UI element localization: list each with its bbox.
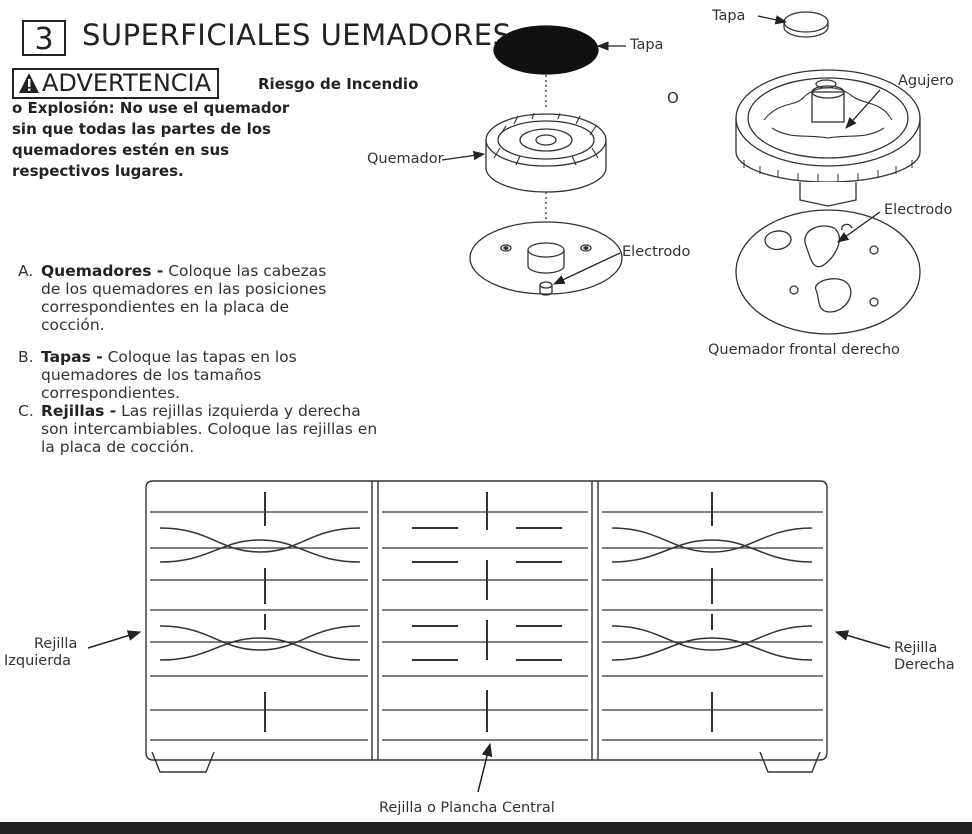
burner-base-plate [469,221,623,295]
center-grate-label: Rejilla o Plancha Central [379,800,555,816]
instruction-term: Tapas - [41,348,103,366]
instruction-c: C. Rejillas - Las rejillas izquierda y d… [18,402,380,456]
right-grate-label-2: Derecha [894,657,955,673]
right-electrode-leader [837,211,881,243]
right-burner-base [735,209,921,335]
left-burner-label: Quemador [367,151,444,167]
step-number: 3 [22,20,66,57]
left-cap-label: Tapa [630,37,664,53]
burner-cap-black [493,25,599,75]
small-cap-leader [757,15,788,25]
warning-label-box: ADVERTENCIA [12,68,220,100]
footer-bar [0,822,972,834]
hole-label: Agujero [898,73,954,89]
hole-leader [845,89,881,129]
instruction-b: B. Tapas - Coloque las tapas en los quem… [18,348,380,402]
instruction-letter: A. [18,262,34,280]
right-electrode-label: Electrodo [884,202,953,218]
instruction-text: Coloque las cabezas de los quemadores en… [41,262,327,334]
small-cap [783,11,829,33]
right-burner-diagram [735,11,921,335]
instruction-text: Las rejillas izquierda y derecha son int… [41,402,378,456]
left-grate-label-1: Rejilla [34,636,78,652]
instruction-text: Coloque las tapas en los quemadores de l… [41,348,297,402]
right-grate-leader [834,630,891,649]
page-title: SUPERFICIALES UEMADORES [82,18,512,52]
grates-drawing [145,480,828,773]
instruction-letter: B. [18,348,34,366]
burner-leader [441,150,486,161]
left-grate-leader [87,630,142,649]
right-cap-label: Tapa [712,8,746,24]
instruction-term: Rejillas - [41,402,117,420]
electrode-leader [552,252,621,285]
warning-triangle-icon [18,72,40,100]
right-grate-label-1: Rejilla [894,640,938,656]
instruction-a: A. Quemadores - Coloque las cabezas de l… [18,262,348,334]
left-grate-label-2: Izquierda [4,653,72,669]
instruction-term: Quemadores - [41,262,164,280]
or-separator: O [667,89,679,107]
right-burner-caption: Quemador frontal derecho [708,342,900,358]
warning-body: o Explosión: No use el quemador sin que … [12,99,290,180]
left-electrode-label: Electrodo [622,244,691,260]
instruction-letter: C. [18,402,34,420]
warning-label: ADVERTENCIA [42,69,212,97]
warning-heading: Riesgo de Incendio [258,75,419,93]
center-grate-leader [477,742,493,793]
left-burner-diagram [469,25,623,296]
